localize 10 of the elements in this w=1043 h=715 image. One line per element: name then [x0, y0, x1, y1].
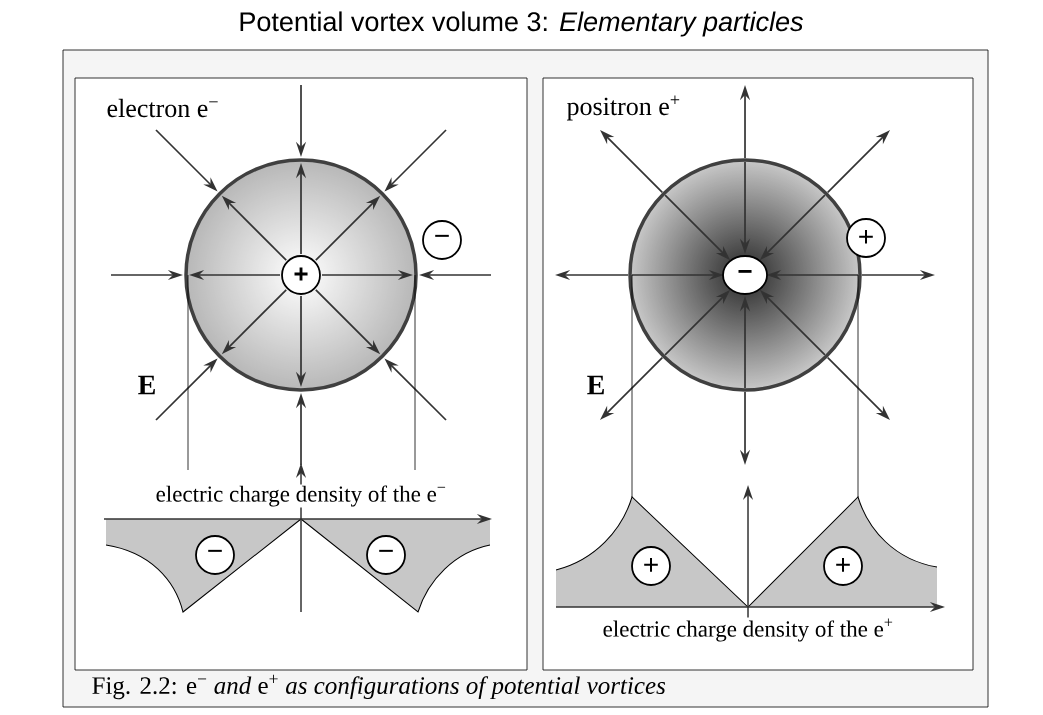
axis-label: electric charge density of the e$^{+}$: [601, 617, 895, 643]
field-label: E: [138, 375, 155, 395]
charge-symbol: −: [738, 269, 752, 273]
particle-label: positron e$^{+}$: [566, 95, 680, 121]
axis-label: electric charge density of the e$^{−}$: [154, 484, 448, 508]
charge-symbol: +: [294, 267, 308, 281]
caption: Fig. 2.2: e$^{−}$ and e$^{+}$ as configurations of potential vortices: [92, 674, 666, 700]
particle-label: electron e$^{−}$: [107, 98, 218, 118]
field-label: E: [587, 375, 604, 395]
title: Potential vortex volume 3: Elementary particles: [240, 11, 804, 37]
